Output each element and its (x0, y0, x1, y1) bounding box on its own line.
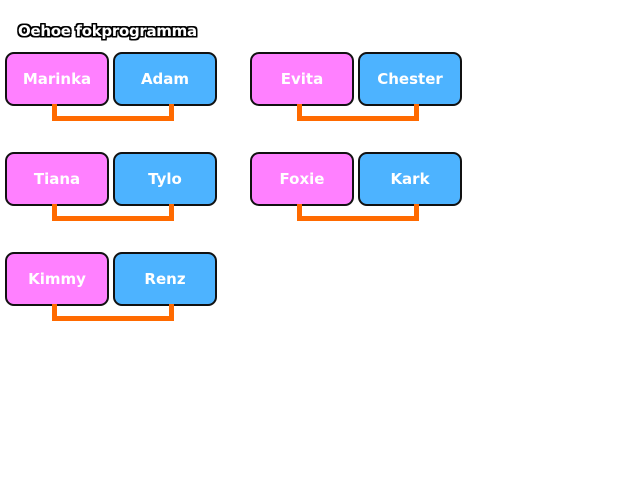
pair-connector (297, 204, 419, 221)
female-card[interactable]: Evita (250, 52, 354, 106)
page-title: Oehoe fokprogramma (18, 22, 197, 40)
pair-1: Marinka Adam (5, 52, 217, 128)
pair-3: Tiana Tylo (5, 152, 217, 228)
pair-connector (52, 104, 174, 121)
male-card[interactable]: Adam (113, 52, 217, 106)
male-card[interactable]: Chester (358, 52, 462, 106)
male-card[interactable]: Tylo (113, 152, 217, 206)
male-card[interactable]: Kark (358, 152, 462, 206)
pair-connector (52, 304, 174, 321)
female-card[interactable]: Tiana (5, 152, 109, 206)
pair-connector (52, 204, 174, 221)
pair-2: Evita Chester (250, 52, 462, 128)
pair-4: Foxie Kark (250, 152, 462, 228)
female-card[interactable]: Marinka (5, 52, 109, 106)
female-card[interactable]: Foxie (250, 152, 354, 206)
pair-5: Kimmy Renz (5, 252, 217, 328)
female-card[interactable]: Kimmy (5, 252, 109, 306)
male-card[interactable]: Renz (113, 252, 217, 306)
pair-connector (297, 104, 419, 121)
